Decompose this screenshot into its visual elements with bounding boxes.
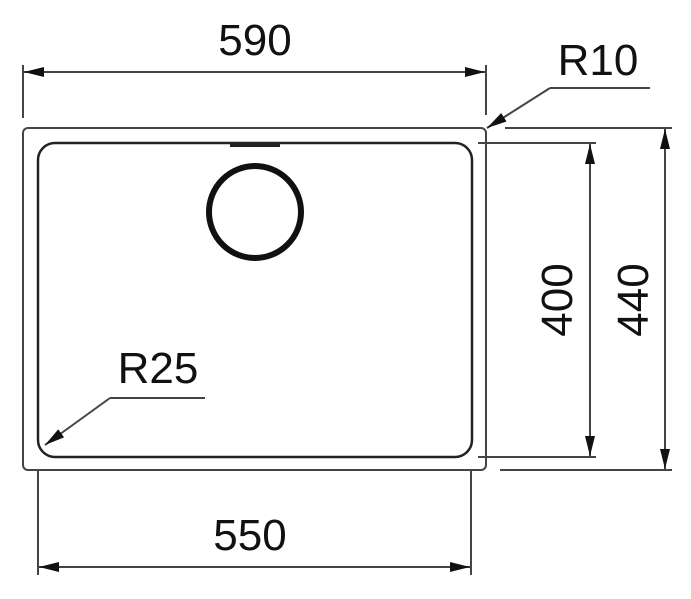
overall-depth-dimension: 440: [500, 127, 672, 471]
inner-radius-label: R25: [118, 344, 199, 393]
inner-depth-label: 400: [533, 263, 582, 336]
inner-radius-callout: R25: [44, 344, 205, 446]
overall-width-dimension: 590: [22, 16, 487, 118]
outer-radius-label: R10: [558, 36, 639, 85]
overall-width-label: 590: [218, 16, 291, 65]
inner-width-dimension: 550: [37, 470, 472, 575]
sink-bowl-outline: [36, 141, 474, 459]
drain-hole: [206, 163, 304, 261]
inner-width-label: 550: [213, 511, 286, 560]
overall-depth-label: 440: [609, 263, 658, 336]
inner-depth-dimension: 400: [478, 142, 596, 458]
sink-outer-outline: [22, 127, 487, 471]
outer-radius-callout: R10: [486, 36, 650, 129]
